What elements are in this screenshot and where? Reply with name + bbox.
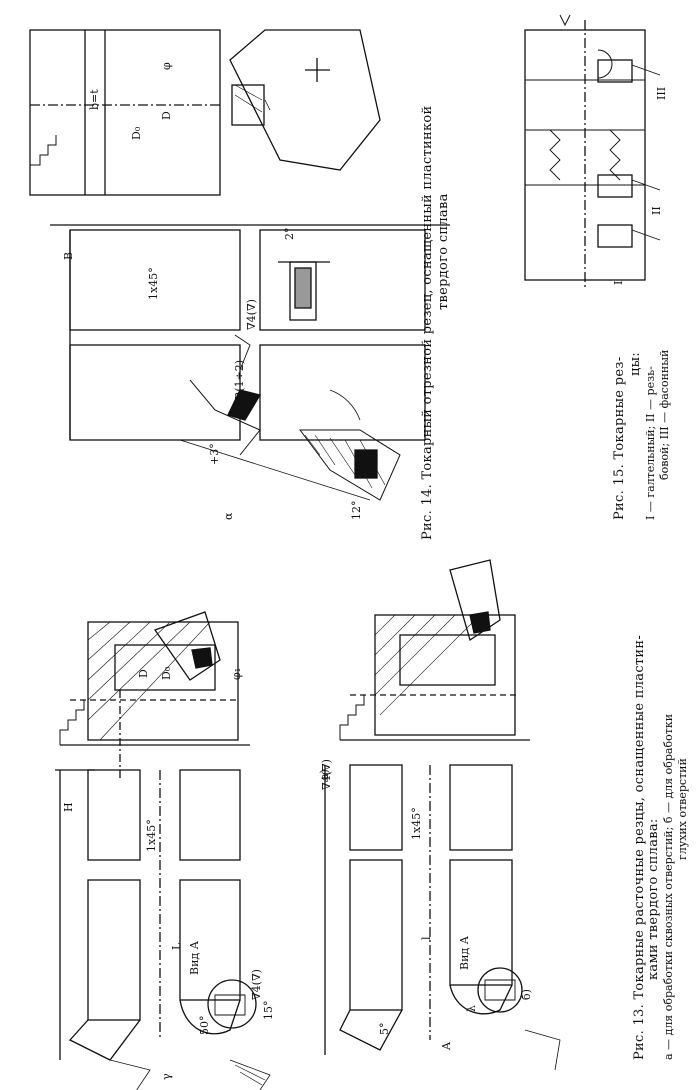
fig15-tools	[524, 14, 661, 290]
fig13a-view-circle	[207, 979, 257, 1029]
roughness-fig14: ∇4(∇)	[245, 299, 258, 330]
fig13-bent-tool-top	[153, 559, 501, 681]
angle50-label: 50°	[198, 1015, 211, 1036]
fig15-label-III: III	[655, 86, 668, 100]
R12-label: R(1÷2)	[233, 359, 246, 400]
chamfer-label-3: 1x45°	[410, 807, 423, 840]
angle5-label: 5°	[378, 1022, 391, 1036]
fig15-label-II: II	[650, 206, 663, 215]
phi-label: φ	[160, 62, 173, 70]
fig13-legend-line1: а — для обработки сквозных отверстий; б …	[662, 713, 675, 1060]
fig13-caption-line1: Рис. 13. Токарные расточные резцы, оснащ…	[632, 634, 647, 1060]
roughness-mid: ∇4(∇)	[320, 759, 333, 790]
fig14-cutoff-tool	[50, 224, 450, 501]
angle12-label: 12°	[350, 500, 363, 521]
fig15-legend-line2: бовой; III — фасонный	[658, 349, 671, 480]
alpha-label: α	[222, 512, 235, 520]
dim-L-1: L	[170, 942, 183, 950]
lambda-label: λ	[465, 1005, 478, 1012]
dim-D-2: D	[160, 111, 173, 120]
chamfer-label-2: 1x45°	[147, 267, 160, 300]
dim-l-1: l	[420, 936, 433, 940]
plus3-label: +3°	[208, 443, 221, 465]
fig13-legend-line2: глухих отверстий	[676, 758, 689, 860]
roughness-top: ∇4(∇)	[250, 969, 263, 1000]
b-eq-t: b=t	[88, 89, 101, 110]
dim-H-1: H	[62, 802, 75, 812]
fig13-workpiece-bottom	[339, 614, 530, 741]
fig14-caption-line1: Рис. 14. Токарный отрезной резец, оснаще…	[420, 105, 435, 540]
dim-D0-2: D₀	[130, 126, 143, 140]
fig15-label-I: I	[612, 280, 625, 285]
angle2-label: 2°	[283, 227, 296, 241]
view-A-1: Вид А	[188, 940, 201, 975]
chamfer-label-1: 1x45°	[145, 819, 158, 852]
fig13-sub-b: б)	[520, 989, 533, 1000]
phi1-label: φ₁	[230, 667, 243, 680]
fig13-workpiece-top	[59, 621, 250, 780]
dim-D-1: D	[137, 669, 150, 678]
fig14-caption-line2: твердого сплава	[436, 193, 451, 310]
fig15-caption-line2: цы:	[628, 352, 643, 376]
dim-B-1: B	[62, 251, 75, 260]
fig13b-tool-views	[324, 764, 561, 1071]
fig13-caption-line2: ками твердого сплава:	[646, 818, 661, 980]
dim-D0-1: D₀	[160, 666, 173, 680]
fig14-workpiece	[29, 29, 381, 196]
angle15-label: 15°	[262, 1000, 275, 1021]
view-A-2: Вид А	[458, 935, 471, 970]
fig13a-tool-views	[55, 769, 271, 1090]
fig15-legend-line1: I — галтельный; II — резь-	[644, 366, 657, 520]
A-label: A	[440, 1042, 453, 1050]
fig15-caption-line1: Рис. 15. Токарные рез-	[612, 356, 627, 520]
gamma-label: γ	[160, 1073, 173, 1080]
fig14-section-small	[278, 261, 330, 321]
